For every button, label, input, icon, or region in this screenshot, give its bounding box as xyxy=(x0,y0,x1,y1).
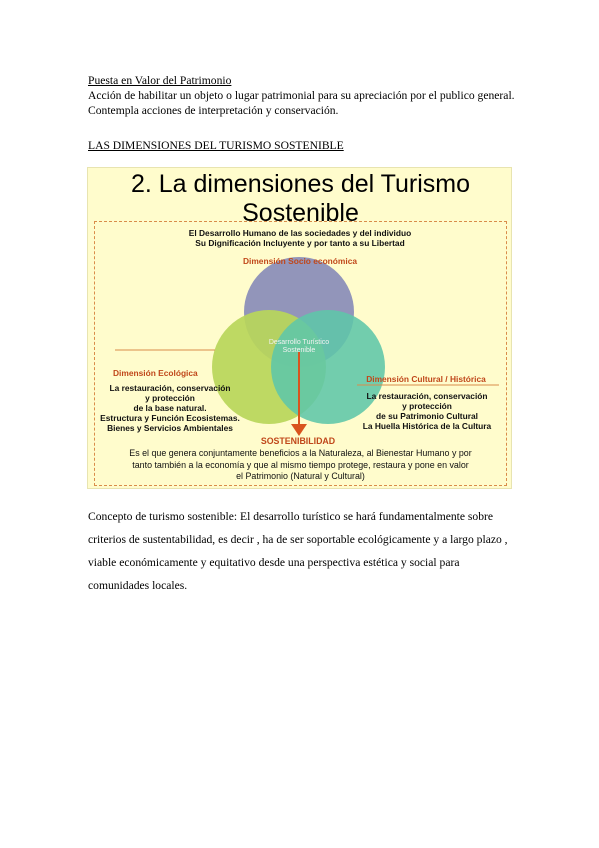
eco-line5: Bienes y Servicios Ambientales xyxy=(107,423,233,433)
top-text-line1: El Desarrollo Humano de las sociedades y… xyxy=(188,228,412,238)
dimensions-figure: 2. La dimensiones del Turismo Sostenible xyxy=(87,167,512,489)
cult-line3: de su Patrimonio Cultural xyxy=(376,411,478,421)
section-heading-puesta: Puesta en Valor del Patrimonio xyxy=(88,74,232,87)
figure-title: 2. La dimensiones del Turismo Sostenible xyxy=(88,170,513,228)
bottom-text-line2: tanto también a la economía y que al mis… xyxy=(132,459,469,470)
venn-diagram xyxy=(115,257,499,436)
eco-line4: Estructura y Función Ecosistemas. xyxy=(100,413,240,423)
bottom-text-line3: el Patrimonio (Natural y Cultural) xyxy=(236,471,365,481)
figure-inner-frame: El Desarrollo Humano de las sociedades y… xyxy=(94,221,507,486)
bottom-text: Es el que genera conjuntamente beneficio… xyxy=(95,448,506,483)
cult-line2: y protección xyxy=(402,401,452,411)
center-label-line1: Desarrollo Turístico xyxy=(268,339,330,346)
socio-label: Dimensión Socio económica xyxy=(242,256,358,266)
eco-description: La restauración, conservación y protecci… xyxy=(95,383,245,433)
cult-line1: La restauración, conservación xyxy=(366,391,488,401)
eco-line1: La restauración, conservación xyxy=(109,383,231,393)
section-heading-dimensiones: LAS DIMENSIONES DEL TURISMO SOSTENIBLE xyxy=(88,139,344,152)
cult-description: La restauración, conservación y protecci… xyxy=(353,391,501,431)
cult-label: Dimensión Cultural / Histórica xyxy=(366,374,486,384)
eco-label: Dimensión Ecológica xyxy=(113,368,198,378)
concept-paragraph: Concepto de turismo sostenible: El desar… xyxy=(88,510,508,592)
top-text-line2: Su Dignificación Incluyente y por tanto … xyxy=(195,238,405,248)
figure-title-line1: 2. La dimensiones del Turismo xyxy=(130,170,471,198)
center-label: Desarrollo Turístico Sostenible xyxy=(259,339,339,355)
sostenibilidad-label: SOSTENIBILIDAD xyxy=(260,436,336,446)
eco-line2: y protección xyxy=(145,393,195,403)
top-text: El Desarrollo Humano de las sociedades y… xyxy=(145,228,455,248)
bottom-text-line1: Es el que genera conjuntamente beneficio… xyxy=(129,448,472,458)
center-label-line2: Sostenible xyxy=(282,347,316,354)
figure-title-line2: Sostenible xyxy=(242,199,359,227)
cult-line4: La Huella Histórica de la Cultura xyxy=(362,421,492,431)
section-paragraph-puesta: Acción de habilitar un objeto o lugar pa… xyxy=(88,89,515,117)
eco-line3: de la base natural. xyxy=(133,403,207,413)
